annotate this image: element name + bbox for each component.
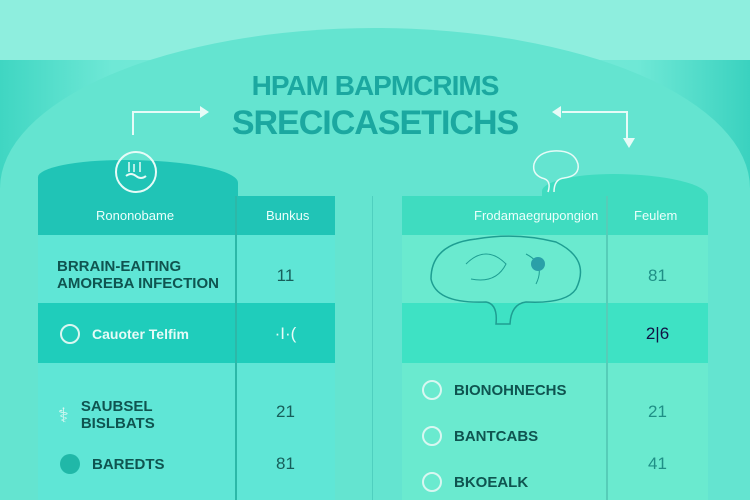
left-table: Rononobame Bunkus BRRAIN-EAITING AMOREBA… — [38, 151, 335, 500]
center-divider — [372, 196, 373, 500]
circle-icon — [422, 426, 442, 446]
table-row: BANTCABS — [422, 426, 538, 446]
highlight-row — [402, 303, 708, 363]
header-col-2: Feulem — [634, 208, 678, 223]
table-row-value: ·I·( — [274, 324, 297, 343]
brain-icon — [532, 150, 579, 193]
table-row-value: 11 — [276, 266, 295, 285]
table-row-label: BAREDTS — [92, 455, 165, 473]
table-row-value: 21 — [276, 402, 295, 421]
table-row-label: BANTCABS — [454, 427, 539, 445]
right-table-header: Frodamaegrupongion Feulem — [402, 196, 708, 235]
table-row-value: 81 — [648, 266, 667, 285]
table-row-label: BKOEALK — [454, 473, 529, 491]
brain-illustration-icon — [430, 235, 582, 325]
table-row: ⚕ SAUBSEL BISLBATS — [58, 398, 191, 432]
table-row-value: 2|6 — [645, 324, 670, 343]
table-row-value: 41 — [648, 454, 667, 473]
circle-icon — [422, 380, 442, 400]
table-row-value: 21 — [648, 402, 667, 421]
header-col-2: Bunkus — [266, 208, 310, 223]
table-row-label: BRRAIN-EAITING AMOREBA INFECTION — [57, 258, 219, 292]
pin-icon — [60, 454, 80, 474]
table-row: BIONOHNECHS — [422, 380, 567, 400]
tree-icon: ⚕ — [58, 404, 69, 427]
table-row-label: BIONOHNECHS — [454, 381, 567, 399]
header-col-1: Rononobame — [96, 208, 175, 223]
header-col-1: Frodamaegrupongion — [474, 208, 599, 223]
table-row-value: 81 — [276, 454, 295, 473]
table-row: BAREDTS — [60, 454, 165, 474]
right-table: Frodamaegrupongion Feulem 81 2|6 BIONOHN… — [402, 150, 708, 500]
table-row: Cauoter Telfim — [60, 324, 189, 344]
table-row-label: Cauoter Telfim — [92, 326, 189, 342]
table-row: BKOEALK — [422, 472, 528, 492]
title-line-1: HPAM BAPMCRIMS — [251, 70, 500, 101]
title-line-2: SRECICASETICHS — [231, 104, 519, 142]
amoeba-badge-icon — [115, 151, 157, 193]
highlight-row — [38, 303, 335, 363]
table-row-label: SAUBSEL BISLBATS — [80, 398, 155, 432]
headset-icon — [60, 324, 80, 344]
circle-icon — [422, 472, 442, 492]
left-table-header: Rononobame Bunkus — [38, 196, 335, 235]
